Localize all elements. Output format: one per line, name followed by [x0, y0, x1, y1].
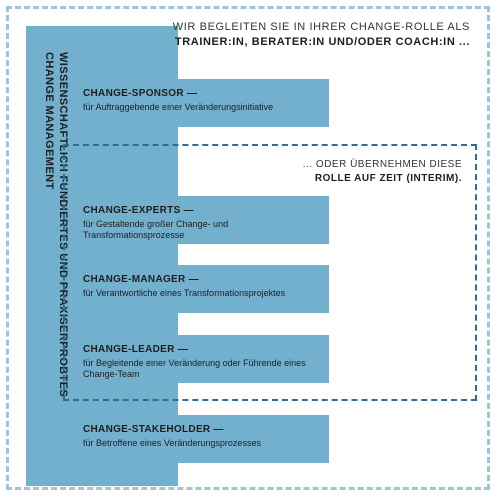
role-description: für Betroffene eines Veränderungsprozess… [83, 438, 261, 448]
role-title: CHANGE-STAKEHOLDER — [83, 424, 224, 435]
role-box-change-stakeholder: CHANGE-STAKEHOLDER — für Betroffene eine… [75, 415, 329, 463]
role-description: für Auftraggebende einer Veränderungsini… [83, 102, 274, 112]
role-description: für Begleitende einer Veränderung oder F… [83, 358, 306, 379]
role-box-change-leader: CHANGE-LEADER — für Begleitende einer Ve… [75, 335, 329, 383]
inner-caption: ... ODER ÜBERNEHMEN DIESE ROLLE AUF ZEIT… [303, 158, 462, 186]
role-box-change-sponsor: CHANGE-SPONSOR — für Auftraggebende eine… [75, 79, 329, 127]
role-title: CHANGE-EXPERTS — [83, 205, 194, 216]
inner-caption-line2: ROLLE AUF ZEIT (INTERIM). [314, 173, 462, 184]
role-box-change-experts: CHANGE-EXPERTS — für Gestaltende großer … [75, 196, 329, 244]
role-description: für Gestaltende großer Change- und Trans… [83, 219, 229, 240]
role-title: CHANGE-SPONSOR — [83, 88, 198, 99]
role-title: CHANGE-LEADER — [83, 344, 189, 355]
outer-dashed-frame [6, 6, 490, 490]
inner-dashed-frame [63, 144, 477, 401]
role-title: CHANGE-MANAGER — [83, 274, 199, 285]
role-box-change-manager: CHANGE-MANAGER — für Verantwortliche ein… [75, 265, 329, 313]
top-caption: WIR BEGLEITEN SIE IN IHRER CHANGE-ROLLE … [173, 20, 470, 50]
inner-caption-line1: ... ODER ÜBERNEHMEN DIESE [302, 159, 462, 170]
top-caption-line2: TRAINER:IN, BERATER:IN UND/ODER COACH:IN… [174, 36, 470, 48]
top-caption-line1: WIR BEGLEITEN SIE IN IHRER CHANGE-ROLLE … [172, 21, 470, 33]
role-description: für Verantwortliche eines Transformation… [83, 288, 286, 298]
